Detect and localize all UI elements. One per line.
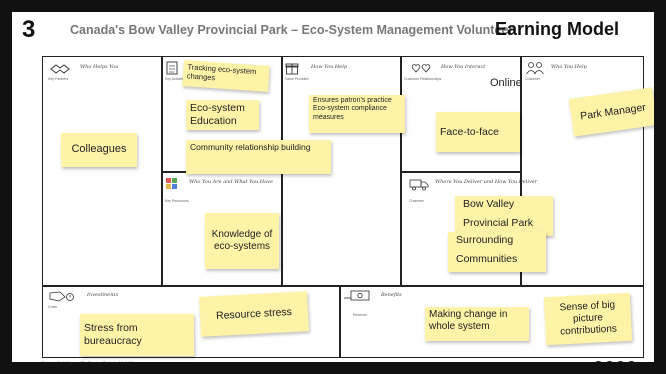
cc-license-icon [594,361,636,362]
person-icon [166,178,177,189]
section-subtitle: Revenue [353,313,368,317]
clipboard-icon [166,61,178,75]
section-title: Who Helps You [80,64,119,70]
gift-icon [285,63,299,75]
section-title: Who You Help [551,64,587,70]
note-resource-stress: Resource stress [199,291,309,337]
money-icon [344,290,370,301]
note-surrounding-line2: Communities [456,252,518,265]
page-title: Canada's Bow Valley Provincial Park – Ec… [70,23,514,37]
note-stress-bureaucracy: Stress from bureaucracy [80,314,194,356]
note-ensures: Ensures patron's practice Eco-system com… [309,95,405,133]
section-subtitle: Customer Relationships [404,77,442,81]
note-tracking: Tracking eco-system changes [182,60,270,92]
note-eco-education: Eco-system Education [186,100,259,130]
section-subtitle: Costs [48,305,57,309]
footer: BusinessModelYou.com The Personal Busine… [42,361,644,370]
header: 3 Canada's Bow Valley Provincial Park – … [12,12,654,56]
slide-number: 3 [22,16,36,43]
tag-icon [49,291,74,302]
section-subtitle: Key Resources [165,199,189,203]
section-subtitle: Value Provided [285,77,309,81]
note-bow-valley-line1: Bow Valley [463,198,515,210]
handshake-icon [50,64,70,74]
section-title: How You Interact [441,64,486,70]
section-subtitle: Key Activities [165,77,186,81]
note-bow-valley: Bow Valley Provincial Park [455,196,553,236]
divider-line [339,285,341,357]
note-colleagues: Colleagues [61,133,137,167]
people-icon [526,62,544,75]
note-surrounding: Surrounding Communities [448,232,546,272]
section-subtitle: Channels [409,199,424,203]
footer-line: BusinessModelYou.com The Personal Busine… [42,361,143,365]
note-surrounding-line1: Surrounding [456,234,514,246]
divider-line [43,285,643,287]
hearts-icon [411,64,431,73]
section-title: How You Help [311,64,348,70]
note-knowledge: Knowledge of eco-systems [205,213,279,269]
note-sense-of-big: Sense of big picture contributions [543,292,633,346]
note-bow-valley-line2: Provincial Park [463,216,534,229]
model-label: Earning Model [495,19,620,39]
section-title: Benefits [381,292,402,298]
section-title: Where You Deliver and How You Deliver [435,179,538,185]
section-title: Investments [87,292,119,298]
note-park-manager: Park Manager [568,87,654,137]
section-title: Who You Are and What You Have [189,179,273,185]
section-subtitle: Customer [525,77,541,81]
footer-line: Strategyzer.com Licensed under Creative … [42,366,126,370]
divider-line [400,171,521,173]
note-community: Community relationship building [186,140,331,174]
truck-icon [409,179,429,191]
note-making-change: Making change in whole system [425,307,529,341]
note-online: Online [490,77,522,89]
business-model-canvas: Who Helps You Key Partners Key Activitie… [42,56,654,358]
note-face-to-face: Face-to-face [436,112,520,152]
section-subtitle: Key Partners [48,77,69,81]
